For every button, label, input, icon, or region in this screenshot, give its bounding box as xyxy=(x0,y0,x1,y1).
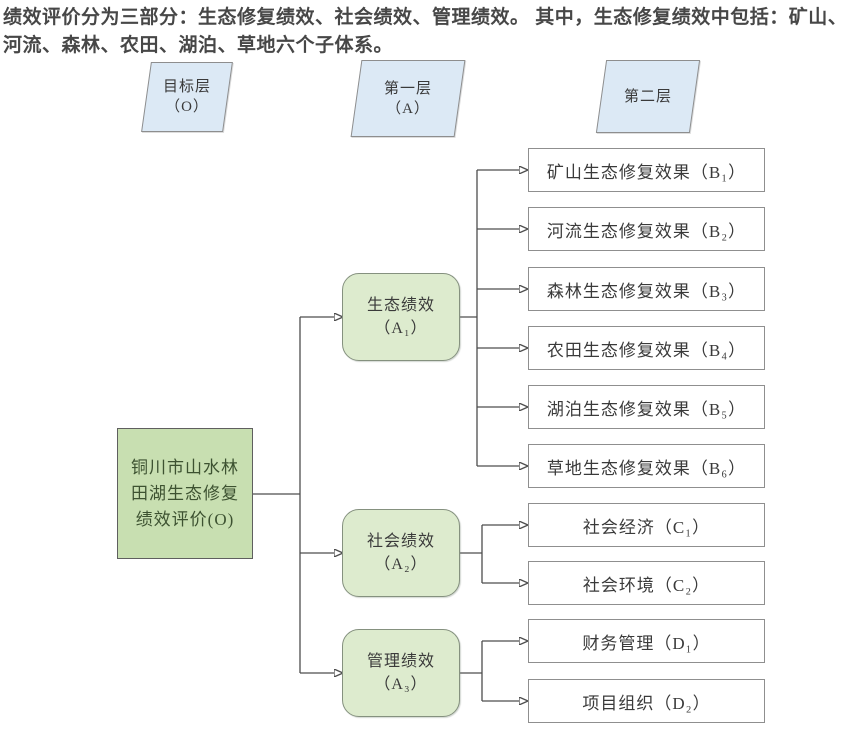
level1-node-eco: 生态绩效 （A₁） xyxy=(342,273,460,361)
level1-node-social-code: （A₂） xyxy=(374,556,428,573)
layer-header-target-code: （O） xyxy=(165,99,209,115)
level2-node-d1: 财务管理（D₁） xyxy=(528,619,765,663)
level1-node-eco-code: （A₁） xyxy=(374,320,428,337)
level1-node-management-name: 管理绩效 xyxy=(366,653,435,670)
level1-node-management: 管理绩效 （A₃） xyxy=(342,629,460,717)
level2-node-b4: 农田生态修复效果（B₄） xyxy=(528,326,765,370)
layer-header-target: 目标层 （O） xyxy=(141,62,233,132)
root-to-level1-connectors xyxy=(253,317,334,673)
level1-node-social-name: 社会绩效 xyxy=(366,533,435,550)
level2-node-d2: 项目组织（D₂） xyxy=(528,679,765,723)
level1-node-social: 社会绩效 （A₂） xyxy=(342,509,460,597)
layer-header-second: 第二层 xyxy=(595,60,701,133)
level2-node-b6: 草地生态修复效果（B₆） xyxy=(528,444,765,488)
management-branch-connectors xyxy=(460,641,519,701)
level2-node-b5: 湖泊生态修复效果（B₅） xyxy=(528,385,765,429)
root-node: 铜川市山水林 田湖生态修复 绩效评价(O) xyxy=(117,428,253,559)
level2-node-b1: 矿山生态修复效果（B₁） xyxy=(528,148,765,192)
root-node-line2: 田湖生态修复 xyxy=(131,483,239,503)
level2-node-b2: 河流生态修复效果（B₂） xyxy=(528,207,765,251)
level2-node-c1: 社会经济（C₁） xyxy=(528,503,765,547)
root-node-line3: 绩效评价(O) xyxy=(135,509,235,529)
level2-node-b3: 森林生态修复效果（B₃） xyxy=(528,267,765,311)
level1-node-management-code: （A₃） xyxy=(374,676,428,693)
layer-header-first-title: 第一层 xyxy=(383,80,432,97)
eco-branch-connectors xyxy=(460,170,519,466)
root-node-line1: 铜川市山水林 xyxy=(131,457,239,477)
layer-header-target-title: 目标层 xyxy=(162,79,211,95)
social-branch-connectors xyxy=(460,525,519,583)
layer-header-first: 第一层 （A） xyxy=(350,60,466,137)
level1-node-eco-name: 生态绩效 xyxy=(366,297,435,314)
layer-header-second-title: 第二层 xyxy=(623,88,672,105)
intro-paragraph: 绩效评价分为三部分：生态修复绩效、社会绩效、管理绩效。 其中，生态修复绩效中包括… xyxy=(3,7,848,56)
layer-header-first-code: （A） xyxy=(386,100,430,117)
level2-node-c2: 社会环境（C₂） xyxy=(528,561,765,605)
